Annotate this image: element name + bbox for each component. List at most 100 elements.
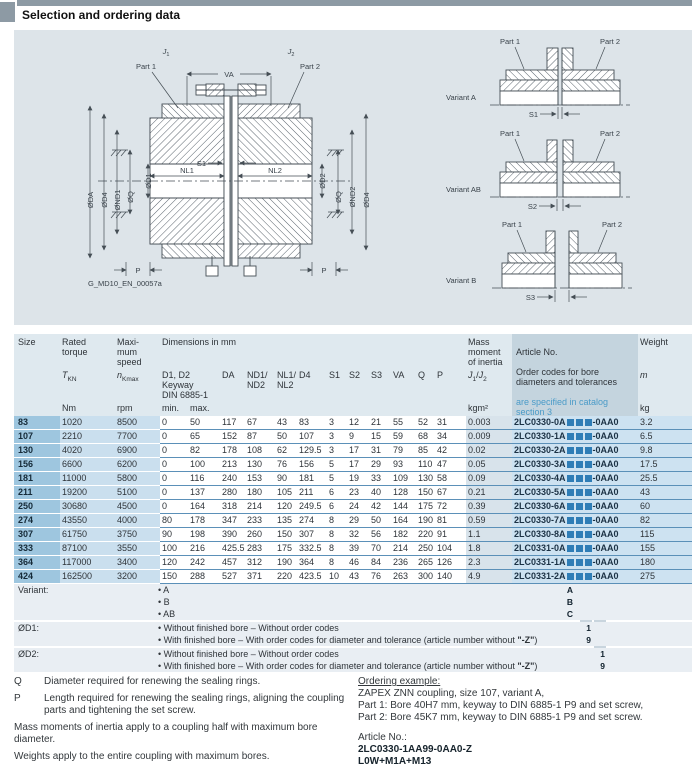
- table-cell: 33: [369, 472, 391, 486]
- table-cell: 3: [327, 430, 347, 444]
- order-code-square: [575, 503, 583, 510]
- table-cell: 55: [391, 416, 416, 430]
- va-dim-label: VA: [224, 70, 233, 79]
- dia-da-label: ØDA: [86, 192, 95, 208]
- table-cell: 211: [297, 486, 327, 500]
- option-code: 9: [586, 635, 591, 645]
- weight-cell: 3.2: [638, 416, 692, 430]
- table-cell: 4.9: [466, 570, 512, 584]
- table-cell: 43: [347, 570, 369, 584]
- main-coupling-body: [149, 83, 313, 277]
- table-cell: 5800: [115, 472, 160, 486]
- variant-a-label: Variant A: [446, 93, 476, 102]
- table-cell: 236: [391, 556, 416, 570]
- j1-label: J1: [162, 47, 170, 58]
- option-group-label: ØD1:: [18, 623, 40, 633]
- variant-b-part2-label: Part 2: [602, 220, 622, 229]
- table-cell: 6600: [60, 458, 115, 472]
- weight-cell: 60: [638, 500, 692, 514]
- table-cell: 0: [160, 416, 188, 430]
- table-cell: 50: [369, 514, 391, 528]
- catalog-section-link[interactable]: are specified in catalog section 3: [516, 397, 609, 417]
- table-cell: 181: [297, 472, 327, 486]
- table-cell: 67: [245, 416, 275, 430]
- order-code-square: [566, 475, 574, 482]
- order-code-square: [566, 447, 574, 454]
- table-cell: 250: [416, 542, 435, 556]
- col-header-tkn: TKN: [62, 370, 77, 383]
- order-code-square: [575, 531, 583, 538]
- table-cell: 214: [391, 542, 416, 556]
- table-cell: 527: [220, 570, 245, 584]
- j2-label: J2: [287, 47, 295, 58]
- table-cell: 34: [435, 430, 466, 444]
- table-cell: 0.21: [466, 486, 512, 500]
- order-code-square: [566, 461, 574, 468]
- table-cell: 0: [160, 444, 188, 458]
- table-cell: 90: [275, 472, 297, 486]
- table-cell: 216: [188, 542, 220, 556]
- article-column-band: [512, 334, 638, 416]
- table-cell: 32: [347, 528, 369, 542]
- order-code-square: [575, 489, 583, 496]
- variant-ab-part2-label: Part 2: [600, 129, 620, 138]
- order-code-square: [584, 433, 592, 440]
- variant-a-drawing: Part 1 Part 2 S1 Variant A: [446, 37, 630, 119]
- weight-cell: 43: [638, 486, 692, 500]
- table-cell: 70: [369, 542, 391, 556]
- part2-label: Part 2: [300, 62, 320, 71]
- unit-min: min.: [162, 403, 180, 413]
- table-cell: 283: [245, 542, 275, 556]
- order-code-square: [575, 419, 583, 426]
- table-cell: 4020: [60, 444, 115, 458]
- table-cell: 137: [188, 486, 220, 500]
- order-code-square: [566, 531, 574, 538]
- option-group: ØD1:• Without finished bore – Without or…: [14, 622, 692, 646]
- table-cell: 233: [245, 514, 275, 528]
- table-cell: 263: [391, 570, 416, 584]
- dia-d2-label: ØD2: [318, 173, 327, 188]
- table-cell: 19: [347, 472, 369, 486]
- order-code-square: [566, 433, 574, 440]
- article-no-header: Article No.: [516, 347, 558, 357]
- table-cell: 198: [188, 528, 220, 542]
- table-cell: 152: [220, 430, 245, 444]
- table-cell: 260: [245, 528, 275, 542]
- variant-ab-label: Variant AB: [446, 185, 481, 194]
- footnote: Weights apply to the entire coupling wit…: [14, 751, 352, 764]
- table-cell: 117: [220, 416, 245, 430]
- dia-nd2-label: ØND2: [348, 187, 357, 208]
- weight-cell: 155: [638, 542, 692, 556]
- col-header-d4: D4: [299, 370, 311, 380]
- table-cell: 120: [160, 556, 188, 570]
- order-code-square: [575, 461, 583, 468]
- order-code-square: [575, 545, 583, 552]
- table-cell: 4500: [115, 500, 160, 514]
- order-code-square: [575, 559, 583, 566]
- table-cell: 116: [188, 472, 220, 486]
- order-code-square: [575, 475, 583, 482]
- article-label: Article No.:: [358, 732, 407, 743]
- table-cell: 83: [14, 416, 60, 430]
- table-cell: 10: [327, 570, 347, 584]
- table-cell: 3: [327, 444, 347, 458]
- table-cell: 423.5: [297, 570, 327, 584]
- table-cell: 31: [435, 416, 466, 430]
- table-cell: 107: [297, 430, 327, 444]
- col-header-rated-torque: Rated torque: [62, 337, 88, 357]
- table-cell: 424: [14, 570, 60, 584]
- variant-ab-part1-label: Part 1: [500, 129, 520, 138]
- table-cell: 62: [275, 444, 297, 458]
- table-cell: 164: [391, 514, 416, 528]
- table-cell: 81: [435, 514, 466, 528]
- table-cell: 61750: [60, 528, 115, 542]
- table-cell: 307: [14, 528, 60, 542]
- table-cell: 68: [416, 430, 435, 444]
- table-cell: 8: [327, 542, 347, 556]
- order-code-square: [566, 545, 574, 552]
- table-cell: 5: [327, 472, 347, 486]
- order-code-square: [584, 559, 592, 566]
